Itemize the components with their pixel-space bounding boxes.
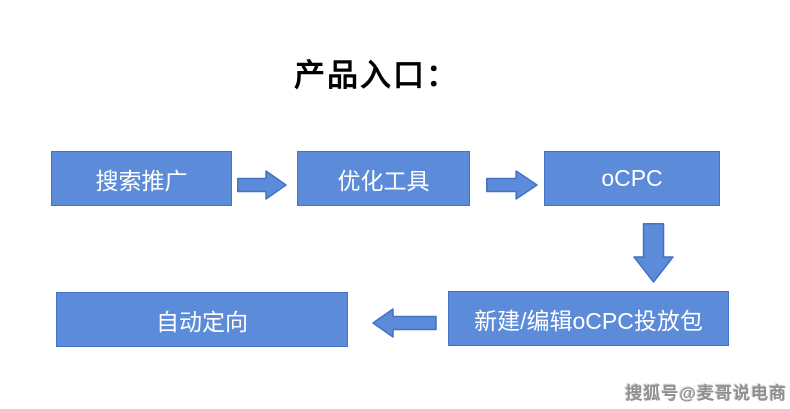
left-arrow-icon — [372, 308, 437, 338]
down-arrow-icon — [633, 223, 674, 283]
right-arrow-icon — [237, 170, 287, 200]
flow-box-optimization-tools: 优化工具 — [297, 151, 470, 206]
flow-box-search-promotion: 搜索推广 — [51, 151, 232, 206]
watermark: 搜狐号@麦哥说电商 — [625, 384, 787, 403]
flow-box-ocpc: oCPC — [544, 151, 720, 206]
flow-box-new-edit-ocpc-package: 新建/编辑oCPC投放包 — [448, 291, 729, 346]
page-title: 产品入口： — [294, 58, 459, 93]
flow-box-auto-targeting: 自动定向 — [56, 292, 348, 347]
right-arrow-icon — [486, 170, 538, 200]
